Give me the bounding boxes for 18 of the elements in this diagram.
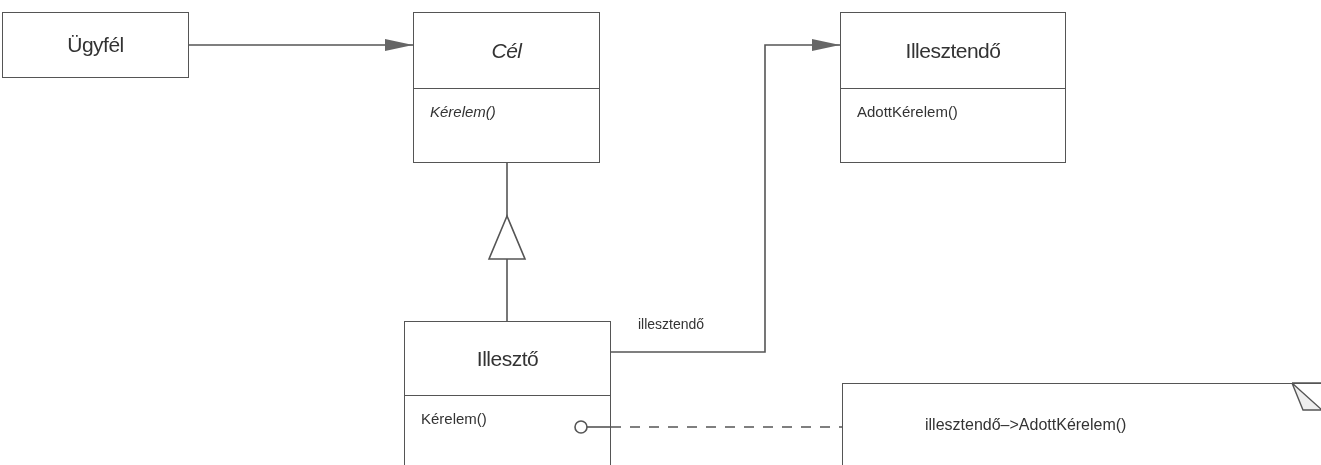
- note-link-line: [574, 420, 843, 434]
- class-name: Ügyfél: [67, 32, 124, 57]
- operation-name: AdottKérelem(): [857, 103, 958, 120]
- class-name: Illesztő: [476, 346, 539, 371]
- adapter-class-box: [404, 321, 611, 465]
- role-label: illesztendő: [638, 316, 705, 332]
- operation-name: Kérelem(): [421, 410, 487, 427]
- inheritance-arrow: [488, 162, 526, 322]
- adaptee-class-box: [840, 12, 1066, 163]
- association-arrow: [188, 39, 414, 51]
- client-class-box: [2, 12, 189, 78]
- target-class-box: [413, 12, 600, 163]
- class-name: Cél: [491, 38, 522, 63]
- association-arrow: [610, 39, 841, 353]
- note-text: illesztendő–>AdottKérelem(): [925, 416, 1127, 434]
- class-name: Illesztendő: [905, 38, 1001, 63]
- note-box: [842, 383, 1321, 465]
- operation-name: Kérelem(): [430, 103, 496, 120]
